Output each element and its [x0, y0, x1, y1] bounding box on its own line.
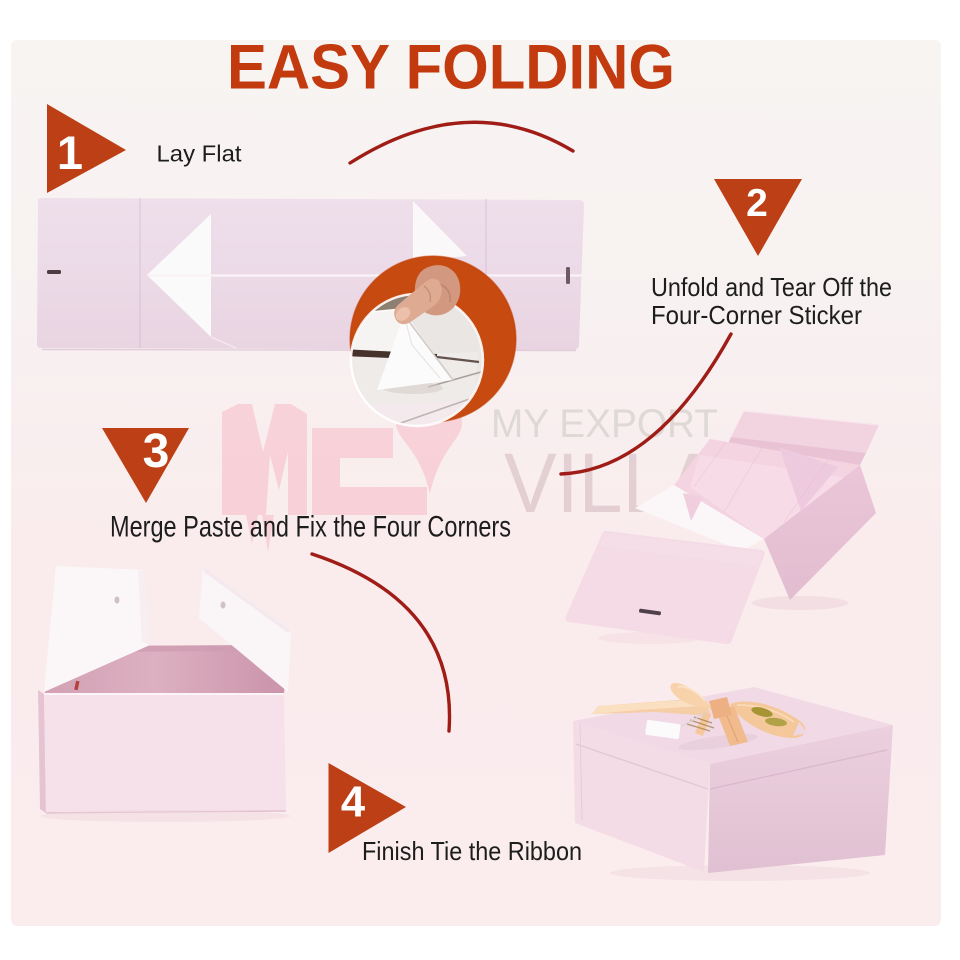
svg-text:1: 1: [57, 126, 83, 179]
svg-text:4: 4: [341, 779, 365, 827]
svg-text:Finish Tie the Ribbon: Finish Tie the Ribbon: [362, 836, 582, 866]
svg-text:EASY FOLDING: EASY FOLDING: [227, 33, 675, 103]
svg-text:Unfold and Tear Off the: Unfold and Tear Off the: [651, 272, 892, 302]
svg-text:2: 2: [746, 182, 768, 225]
svg-text:3: 3: [143, 425, 170, 478]
svg-text:Lay Flat: Lay Flat: [157, 141, 242, 167]
svg-text:Merge Paste and Fix the Four C: Merge Paste and Fix the Four Corners: [110, 511, 511, 544]
svg-text:Four-Corner Sticker: Four-Corner Sticker: [651, 300, 862, 330]
